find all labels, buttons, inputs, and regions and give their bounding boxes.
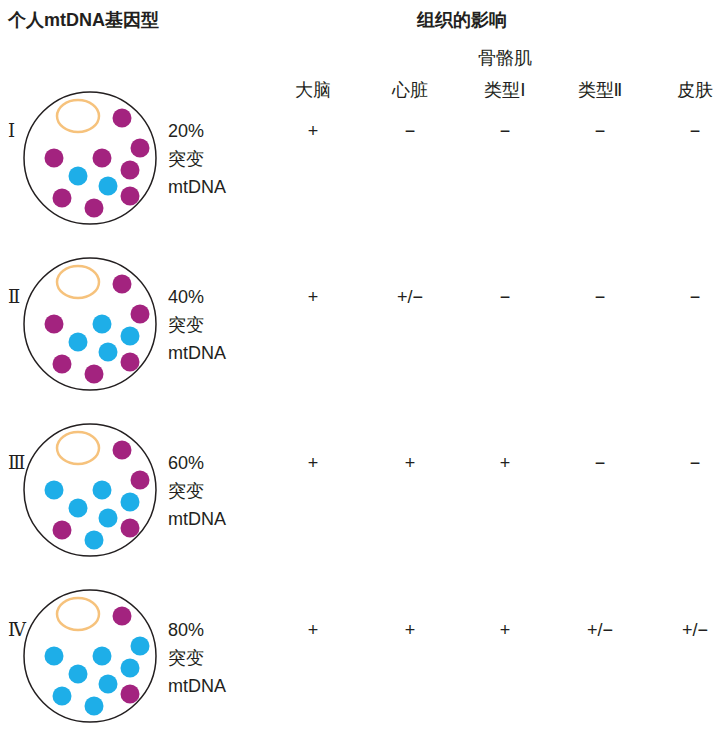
normal-mtdna [121,161,140,180]
table-cell: + [405,619,416,641]
mutation-percent: 40% 突变 mtDNA [168,283,226,367]
normal-mtdna [113,607,132,626]
table-cell: +/− [682,619,708,641]
table-cell: − [595,452,606,474]
column-heading: 组织的影响 [417,9,507,31]
normal-mtdna [113,109,132,128]
normal-mtdna [53,521,72,540]
mutant-mtdna [53,687,72,706]
normal-mtdna [53,189,72,208]
mutant-mtdna [99,675,118,694]
mutation-percent: 80% 突变 mtDNA [168,616,226,700]
group-heading: 骨骼肌 [478,47,532,69]
mutant-mtdna [93,315,112,334]
cell-drawing [20,254,160,394]
normal-mtdna [85,365,104,384]
table-cell: − [500,120,511,142]
row-numeral: Ⅱ [8,286,20,308]
row-numeral: Ⅳ [8,619,26,641]
mutant-mtdna [99,509,118,528]
column-heading: 心脏 [392,79,428,101]
mutant-mtdna [45,647,64,666]
mutant-mtdna [69,333,88,352]
table-cell: − [690,452,701,474]
table-cell: +/− [587,619,613,641]
mutant-mtdna [131,637,150,656]
table-cell: + [500,619,511,641]
mutant-mtdna [85,697,104,716]
table-cell: + [405,452,416,474]
mutant-mtdna [121,493,140,512]
nucleus [57,598,99,630]
table-cell: + [308,619,319,641]
mutation-percent: 60% 突变 mtDNA [168,449,226,533]
mutant-mtdna [93,647,112,666]
mutant-mtdna [69,167,88,186]
mutant-mtdna [121,327,140,346]
table-cell: − [595,120,606,142]
column-heading: 类型Ⅰ [484,79,525,101]
column-heading: 皮肤 [677,79,713,101]
normal-mtdna [113,275,132,294]
normal-mtdna [131,139,150,158]
table-cell: + [308,286,319,308]
mutant-mtdna [121,659,140,678]
mutant-mtdna [69,665,88,684]
table-cell: +/− [397,286,423,308]
cell-drawing [20,420,160,560]
mutant-mtdna [69,499,88,518]
table-cell: − [690,120,701,142]
cell: Ⅰ 20% 突变 mtDNA [0,88,260,228]
mutant-mtdna [45,481,64,500]
mutant-mtdna [99,343,118,362]
cell-drawing [20,586,160,726]
cell: Ⅲ 60% 突变 mtDNA [0,420,260,560]
nucleus [57,100,99,132]
normal-mtdna [121,353,140,372]
normal-mtdna [45,315,64,334]
table-cell: + [500,452,511,474]
normal-mtdna [93,149,112,168]
normal-mtdna [131,305,150,324]
normal-mtdna [85,199,104,218]
mutant-mtdna [93,481,112,500]
normal-mtdna [53,355,72,374]
cell-membrane [24,590,156,722]
column-heading: 个人mtDNA基因型 [8,9,159,31]
normal-mtdna [131,471,150,490]
nucleus [57,432,99,464]
mutant-mtdna [99,177,118,196]
cell-drawing [20,88,160,228]
cell-membrane [24,92,156,224]
table-cell: − [500,286,511,308]
row-numeral: Ⅲ [8,452,25,474]
cell-membrane [24,424,156,556]
cell: Ⅳ 80% 突变 mtDNA [0,586,260,726]
normal-mtdna [45,149,64,168]
normal-mtdna [121,519,140,538]
column-heading: 大脑 [295,79,331,101]
column-heading: 类型Ⅱ [578,79,623,101]
nucleus [57,266,99,298]
normal-mtdna [121,187,140,206]
row-numeral: Ⅰ [8,120,15,142]
normal-mtdna [121,685,140,704]
table-cell: − [405,120,416,142]
cell: Ⅱ 40% 突变 mtDNA [0,254,260,394]
normal-mtdna [113,441,132,460]
mutant-mtdna [85,531,104,550]
table-cell: − [595,286,606,308]
cell-membrane [24,258,156,390]
table-cell: + [308,452,319,474]
table-cell: − [690,286,701,308]
mutation-percent: 20% 突变 mtDNA [168,117,226,201]
table-cell: + [308,120,319,142]
